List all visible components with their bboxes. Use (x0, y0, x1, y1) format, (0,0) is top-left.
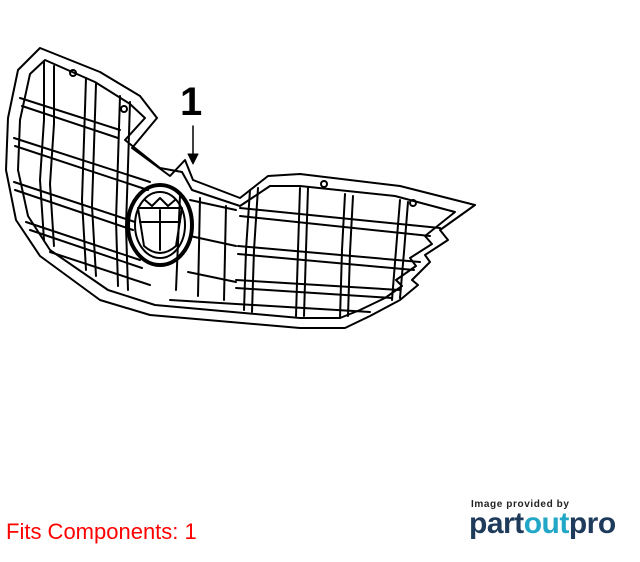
partoutpro-logo: partoutpro (469, 507, 616, 540)
mount-hole (409, 199, 417, 207)
mount-hole (69, 69, 77, 77)
image-credit-label: Image provided by (471, 499, 570, 510)
logo-pro: pro (568, 507, 616, 540)
callout-arrow (187, 125, 199, 165)
right-ribs (243, 187, 409, 319)
logo-out: out (523, 507, 570, 540)
emblem (126, 183, 194, 267)
center-slats (175, 195, 237, 301)
mount-hole (120, 105, 128, 113)
mount-hole (320, 180, 328, 188)
grille-inner-outline (17, 59, 456, 319)
callout-number: 1 (180, 80, 203, 124)
logo-part: part (469, 507, 524, 540)
grille-outline (5, 47, 476, 329)
fits-components-label: Fits Components: 1 (6, 519, 197, 544)
left-ribs (39, 61, 131, 291)
